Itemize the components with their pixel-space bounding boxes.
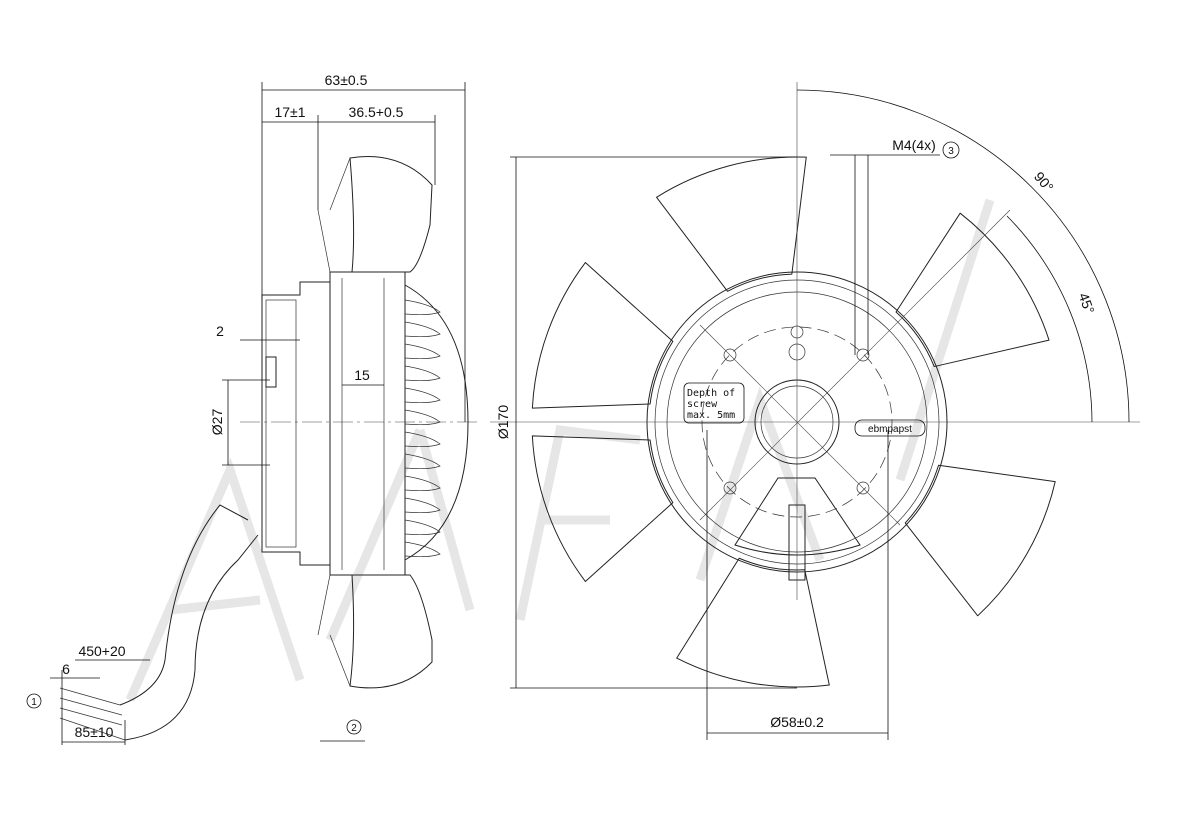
- blade-side-top: [349, 156, 433, 273]
- dim-bolt-circle: Ø58±0.2: [770, 714, 824, 730]
- dim-shaft-diameter: Ø27: [209, 409, 225, 436]
- dimensions-side: [26, 82, 466, 745]
- dim-rotor-depth: 36.5+0.5: [349, 104, 404, 120]
- cooling-fin: [404, 409, 441, 426]
- brand-logo: ebmpapst: [868, 424, 912, 435]
- dim-hub-depth: 17±1: [274, 104, 305, 120]
- dim-angle-90: 90°: [1031, 169, 1057, 196]
- dim-cable-length: 450+20: [78, 643, 125, 659]
- dim-flange-gap: 2: [216, 323, 224, 339]
- note-line-2: screw: [687, 399, 718, 410]
- cable: [119, 504, 259, 741]
- cooling-fin: [404, 519, 441, 536]
- dim-overall-width: 63±0.5: [325, 72, 368, 88]
- callout-2: 2: [351, 723, 357, 734]
- bolt-holes: [723, 348, 870, 495]
- fan-blade: [531, 435, 674, 582]
- fan-blade: [656, 156, 807, 292]
- fan-blade: [904, 464, 1056, 617]
- cooling-fin: [404, 387, 441, 404]
- cooling-fin: [404, 431, 441, 448]
- fan-blade: [676, 557, 830, 688]
- callout-1: 1: [31, 697, 37, 708]
- cooling-fin: [404, 453, 441, 470]
- dim-outer-diameter: Ø170: [495, 405, 511, 439]
- cooling-fin: [404, 475, 441, 492]
- front-view: Ø170 M4(4x) 3 90° 45° Depth of screw max…: [490, 82, 1140, 740]
- callout-3: 3: [948, 146, 954, 157]
- cooling-fin: [404, 321, 441, 338]
- watermark: [125, 198, 995, 702]
- note-line-3: max. 5mm: [687, 410, 735, 421]
- dim-sheath-length: 85±10: [75, 724, 114, 740]
- rotor: [329, 271, 406, 576]
- dim-rotor-gap: 15: [354, 367, 370, 383]
- dim-thread: M4(4x): [892, 137, 936, 153]
- fan-blade: [531, 262, 674, 409]
- cooling-fin: [404, 365, 441, 382]
- cooling-fin: [404, 497, 441, 514]
- fan-blade: [895, 212, 1050, 368]
- cooling-fin: [404, 343, 441, 360]
- note-line-1: Depth of: [687, 388, 735, 399]
- cooling-fin: [404, 541, 441, 558]
- dim-angle-45: 45°: [1076, 291, 1098, 316]
- blade-side-bottom: [349, 574, 433, 689]
- side-view: 63±0.5 17±1 36.5+0.5 2 Ø27 15 450+20 6 8…: [26, 72, 480, 745]
- dim-strip-length: 6: [62, 661, 70, 677]
- cooling-fin: [404, 299, 441, 316]
- dimensions-front: [510, 89, 1130, 740]
